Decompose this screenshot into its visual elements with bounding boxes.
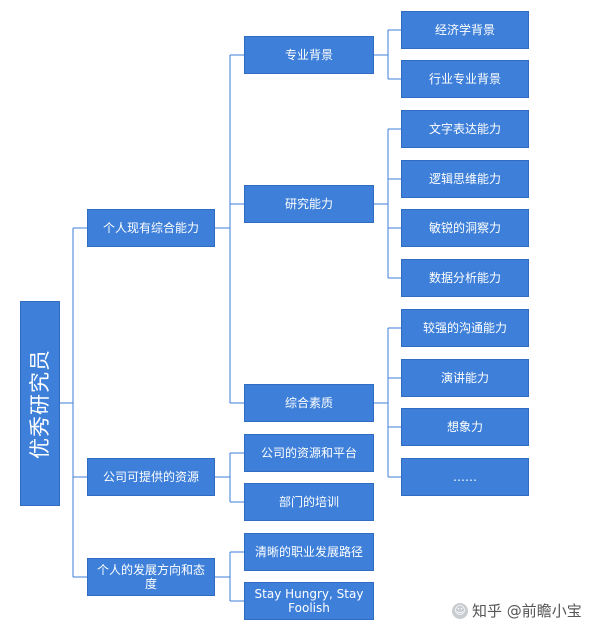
node-ellipsis: ……: [401, 458, 529, 496]
root-label: 优秀研究员: [28, 348, 52, 459]
node-company-resources: 公司可提供的资源: [87, 458, 215, 496]
node-data-analysis: 数据分析能力: [401, 259, 529, 297]
node-economics-background: 经济学背景: [401, 11, 529, 49]
node-writing-ability: 文字表达能力: [401, 110, 529, 148]
node-personal-abilities: 个人现有综合能力: [87, 209, 215, 247]
node-communication: 较强的沟通能力: [401, 309, 529, 347]
node-stay-hungry: Stay Hungry, Stay Foolish: [244, 582, 374, 620]
node-department-training: 部门的培训: [244, 483, 374, 521]
node-public-speaking: 演讲能力: [401, 359, 529, 397]
node-overall-quality: 综合素质: [244, 384, 374, 422]
node-career-path: 清晰的职业发展路径: [244, 533, 374, 571]
root-node: 优秀研究员: [20, 301, 60, 506]
watermark: ☺ 知乎 @前瞻小宝: [452, 600, 582, 621]
watermark-text: 知乎 @前瞻小宝: [472, 602, 582, 620]
node-company-platform: 公司的资源和平台: [244, 434, 374, 472]
node-development-attitude: 个人的发展方向和态度: [87, 558, 215, 596]
node-research-ability: 研究能力: [244, 185, 374, 223]
node-professional-background: 专业背景: [244, 36, 374, 74]
node-logical-thinking: 逻辑思维能力: [401, 160, 529, 198]
node-industry-background: 行业专业背景: [401, 60, 529, 98]
zhihu-user-icon: ☺: [452, 602, 468, 619]
node-insight: 敏锐的洞察力: [401, 209, 529, 247]
node-imagination: 想象力: [401, 408, 529, 446]
